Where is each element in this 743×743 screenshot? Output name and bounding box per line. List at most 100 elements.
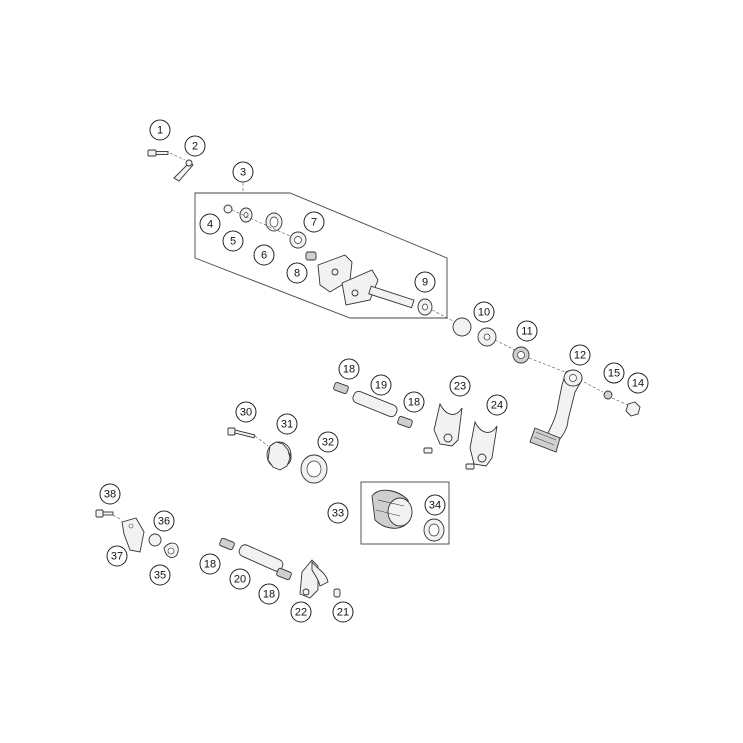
callout-circle <box>235 401 257 423</box>
part-38-bolt <box>95 509 114 518</box>
callout-number: 12 <box>574 350 586 362</box>
callout-30: 30 <box>235 401 257 423</box>
callout-15: 15 <box>603 362 625 384</box>
part-4-clip <box>223 204 233 214</box>
callout-21: 21 <box>332 601 354 623</box>
callout-34: 34 <box>424 494 446 516</box>
assembly-33-frame <box>360 481 450 545</box>
part-18-spring-upper-left <box>333 381 349 395</box>
callout-circle <box>184 135 206 157</box>
callout-number: 31 <box>281 419 293 431</box>
callout-circle <box>253 244 275 266</box>
callout-12: 12 <box>569 344 591 366</box>
callout-20: 20 <box>229 568 251 590</box>
callout-37: 37 <box>106 545 128 567</box>
part-18-spring-lower-right <box>276 567 292 581</box>
callout-circle <box>303 211 325 233</box>
callout-number: 32 <box>322 437 334 449</box>
shift-shaft <box>317 254 415 309</box>
part-23-shift-fork <box>423 402 463 454</box>
callout-circle <box>473 301 495 323</box>
callout-circle <box>153 510 175 532</box>
callout-number: 20 <box>234 574 246 586</box>
callout-number: 24 <box>491 400 503 412</box>
callout-number: 14 <box>632 378 644 390</box>
callout-circle <box>603 362 625 384</box>
callout-circle <box>106 545 128 567</box>
callout-8: 8 <box>286 262 308 284</box>
callout-number: 1 <box>157 125 163 137</box>
callout-number: 30 <box>240 407 252 419</box>
callout-circle <box>286 262 308 284</box>
callout-2: 2 <box>184 135 206 157</box>
callout-6: 6 <box>253 244 275 266</box>
callout-number: 18 <box>343 364 355 376</box>
part-9-washer <box>417 298 433 316</box>
callout-1: 1 <box>149 119 171 141</box>
callout-number: 33 <box>332 508 344 520</box>
callout-9: 9 <box>414 271 436 293</box>
callout-23: 23 <box>449 375 471 397</box>
callout-circle <box>258 583 280 605</box>
callout-number: 6 <box>261 250 267 262</box>
callout-36: 36 <box>153 510 175 532</box>
callout-circle <box>229 568 251 590</box>
callout-number: 8 <box>294 268 300 280</box>
callout-circle <box>99 483 121 505</box>
callout-number: 10 <box>478 307 490 319</box>
part-34-bearing <box>423 518 445 542</box>
callout-number: 22 <box>295 607 307 619</box>
part-7-ring <box>289 231 307 249</box>
callout-number: 4 <box>207 219 213 231</box>
callout-number: 2 <box>192 141 198 153</box>
callout-22: 22 <box>290 601 312 623</box>
callout-circle <box>199 213 221 235</box>
callout-circle <box>332 601 354 623</box>
callout-number: 3 <box>240 167 246 179</box>
part-1-bolt <box>147 149 169 157</box>
callout-11: 11 <box>516 320 538 342</box>
part-35-spring <box>163 542 179 558</box>
part-18-spring-upper-right <box>397 415 413 429</box>
callout-4: 4 <box>199 213 221 235</box>
part-24-shift-fork <box>465 420 498 470</box>
part-31-shift-drum-star <box>266 441 292 471</box>
part-5-washer <box>239 207 253 223</box>
part-36-roller <box>148 533 162 547</box>
callout-number: 11 <box>521 326 532 338</box>
callout-number: 18 <box>204 559 216 571</box>
part-8-spring <box>305 251 317 261</box>
callout-14: 14 <box>627 372 649 394</box>
callout-7: 7 <box>303 211 325 233</box>
part-18-spring-lower-left <box>219 537 235 551</box>
callout-number: 21 <box>337 607 349 619</box>
callout-3: 3 <box>232 161 254 183</box>
callout-circle <box>516 320 538 342</box>
part-12-shift-lever <box>529 369 583 453</box>
part-14-nut <box>625 401 641 417</box>
callout-38: 38 <box>99 483 121 505</box>
callout-number: 15 <box>608 368 620 380</box>
callout-number: 23 <box>454 381 466 393</box>
callout-number: 18 <box>408 397 420 409</box>
callout-number: 37 <box>111 551 123 563</box>
callout-24: 24 <box>486 394 508 416</box>
part-21-pin <box>333 588 341 598</box>
part-6-spring <box>265 212 283 232</box>
callout-circle <box>317 431 339 453</box>
callout-33: 33 <box>327 502 349 524</box>
part-10-bushing <box>452 317 497 347</box>
part-30-bolt <box>227 427 256 439</box>
callout-number: 38 <box>104 489 116 501</box>
callout-number: 7 <box>311 217 317 229</box>
callout-number: 9 <box>422 277 428 289</box>
callout-layer: 1234567891011121514181918232430313233343… <box>99 119 649 623</box>
callout-circle <box>627 372 649 394</box>
callout-circle <box>327 502 349 524</box>
callout-5: 5 <box>222 230 244 252</box>
part-32-bearing <box>300 454 328 484</box>
callout-circle <box>569 344 591 366</box>
callout-number: 36 <box>158 516 170 528</box>
callout-number: 5 <box>230 236 236 248</box>
callout-10: 10 <box>473 301 495 323</box>
